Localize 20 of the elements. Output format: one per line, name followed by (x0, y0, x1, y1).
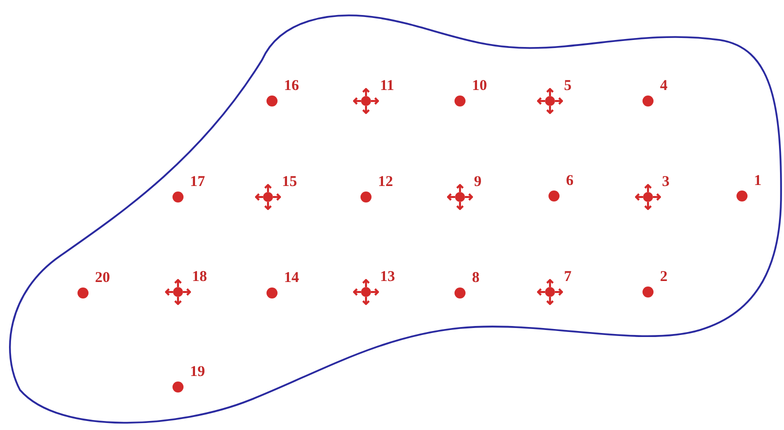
well-number: 11 (380, 79, 394, 94)
well-number: 5 (564, 79, 572, 94)
well-number: 10 (472, 79, 487, 94)
well-number: 3 (662, 175, 670, 190)
well-number: 12 (378, 175, 393, 190)
well-number: 19 (190, 365, 205, 380)
well-number: 18 (192, 270, 207, 285)
well-number: 16 (284, 79, 299, 94)
well-number: 7 (564, 270, 572, 285)
well-number: 2 (660, 270, 668, 285)
well-number: 6 (566, 174, 574, 189)
well-number: 15 (282, 175, 297, 190)
well-number: 20 (95, 271, 110, 286)
well-number: 4 (660, 79, 668, 94)
well-number: 14 (284, 271, 299, 286)
well-number: 17 (190, 175, 205, 190)
well-number: 13 (380, 270, 395, 285)
well-number: 9 (474, 175, 482, 190)
well-number: 1 (754, 174, 762, 189)
well-number: 8 (472, 271, 480, 286)
